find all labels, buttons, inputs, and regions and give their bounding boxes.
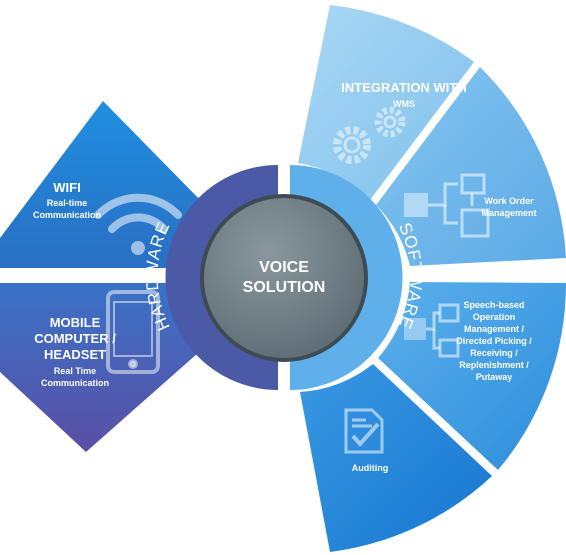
wifi-sub2: Communication [33,210,101,220]
auditing-label: Auditing [352,463,389,473]
integration-title-2: WMS [393,99,415,109]
gears-icon [333,106,406,164]
speech-line7: Putaway [476,372,513,382]
speech-operations-segment [378,282,566,470]
speech-line4: Directed Picking / [456,336,532,346]
speech-line6: Replenishment / [459,360,529,370]
speech-line1: Speech-based [463,300,524,310]
integration-title-1: INTEGRATION WITH [341,80,466,95]
flowchart-icon [404,303,460,358]
integration-segment [298,5,474,200]
center-title-line2: SOLUTION [243,279,326,296]
work-order-line2: Management [481,208,536,218]
speech-line5: Receiving / [470,348,518,358]
mobile-sub1: Real Time [54,366,96,376]
center-circle [200,194,368,362]
work-order-segment [376,67,566,266]
work-order-line1: Work Order [484,196,534,206]
center-title-line1: VOICE [259,259,309,276]
mobile-title-2: COMPUTER / [34,331,116,346]
mobile-title-1: MOBILE [50,315,101,330]
mobile-computer-segment [0,283,207,452]
wifi-icon [94,193,182,255]
mobile-phone-icon [106,290,160,374]
wifi-sub1: Real-time [47,198,88,208]
wifi-title: WIFI [53,180,80,195]
checklist-document-icon [344,408,384,454]
speech-line2: Operation [473,312,516,322]
mobile-title-3: HEADSET [44,347,106,362]
speech-line3: Management / [464,324,525,334]
workflow-icon [404,173,490,238]
mobile-sub2: Communication [41,378,109,388]
